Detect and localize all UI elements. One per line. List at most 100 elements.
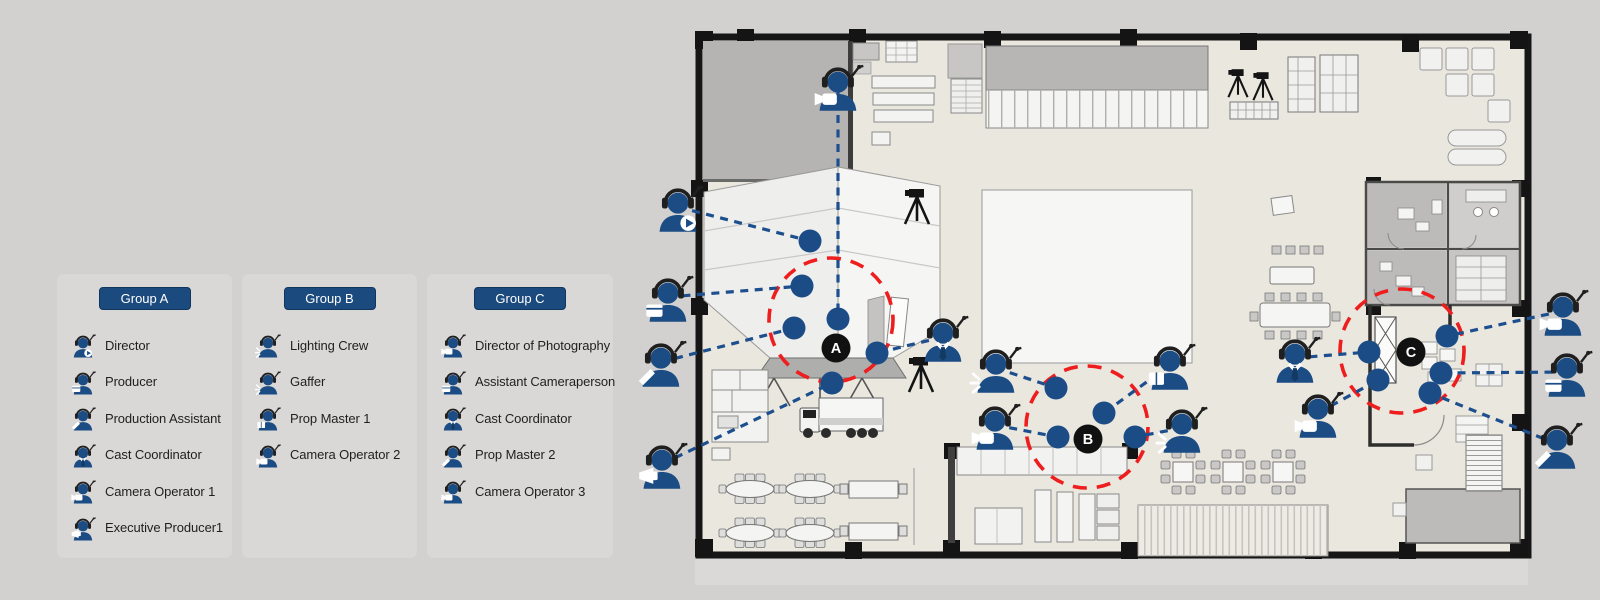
link-executive-producer1 <box>661 381 833 466</box>
member-row-lighting-crew[interactable]: Lighting Crew <box>255 327 417 364</box>
position-dot-gaffer <box>1123 425 1147 449</box>
map-person-director[interactable] <box>659 185 704 232</box>
map-person-cast-coordinator[interactable] <box>924 315 969 362</box>
position-dot-assistant-cameraperson <box>1429 361 1453 385</box>
member-row-cast-coordinator[interactable]: Cast Coordinator <box>440 400 613 437</box>
whiteboard-easel <box>867 295 910 353</box>
member-row-director[interactable]: Director <box>70 327 232 364</box>
headset-person-icon <box>443 407 466 431</box>
member-row-camera-operator-3[interactable]: Camera Operator 3 <box>440 473 613 510</box>
sidewalk <box>695 559 1528 585</box>
group-c-map-badge <box>1396 337 1426 367</box>
member-row-cast-coordinator[interactable]: Cast Coordinator <box>70 437 232 474</box>
headset-person-icon <box>71 407 96 431</box>
member-row-producer[interactable]: Producer <box>70 364 232 401</box>
group-panel-b: Group B Lighting Crew Gaffer Prop Master… <box>242 274 417 558</box>
position-dots <box>782 229 1459 449</box>
group-b-button[interactable]: Group B <box>283 287 376 310</box>
headset-person-icon <box>442 371 466 395</box>
stage-area <box>981 189 1193 364</box>
position-dot-lighting-crew <box>1044 376 1068 400</box>
map-person-prop-master-1[interactable] <box>1148 343 1196 390</box>
position-dot-camera-operator-3 <box>1366 368 1390 392</box>
group-c-badge-letter: C <box>1406 345 1417 361</box>
member-row-production-assistant[interactable]: Production Assistant <box>70 400 232 437</box>
group-c-button[interactable]: Group C <box>474 287 566 310</box>
link-lighting-crew <box>995 366 1057 390</box>
position-dot-director-of-photography <box>1435 324 1459 348</box>
square-tables <box>1160 449 1306 495</box>
member-label: Production Assistant <box>105 410 221 426</box>
counter-area <box>948 446 1128 545</box>
link-cast-coordinator <box>1294 350 1370 360</box>
map-person-camera-operator-2[interactable] <box>971 403 1021 450</box>
oval-tables <box>718 473 842 548</box>
member-label: Director of Photography <box>475 337 610 353</box>
deck-platform <box>1137 504 1329 557</box>
link-camera-operator-2 <box>994 423 1059 439</box>
stairs-area <box>1392 434 1521 544</box>
member-list: Director of Photography Assistant Camera… <box>427 327 615 510</box>
headset-person-icon <box>71 517 96 541</box>
map-person-prop-master-2[interactable] <box>1534 422 1583 469</box>
member-label: Camera Operator 1 <box>105 483 216 499</box>
position-dot-producer <box>790 274 814 298</box>
headset-person-icon <box>255 334 281 359</box>
map-person-cast-coordinator[interactable] <box>1276 336 1321 383</box>
truck-icon <box>799 397 884 438</box>
member-row-gaffer[interactable]: Gaffer <box>255 364 417 401</box>
member-row-prop-master-2[interactable]: Prop Master 2 <box>440 437 613 474</box>
position-dot-executive-producer1 <box>820 371 844 395</box>
headset-person-icon <box>441 334 466 358</box>
member-row-assistant-cameraperson[interactable]: Assistant Cameraperson <box>440 364 615 401</box>
group-a-badge-letter: A <box>831 341 842 357</box>
headset-person-icon <box>72 371 96 395</box>
headset-person-icon <box>73 334 96 358</box>
map-person-director-of-photography[interactable] <box>1539 289 1589 336</box>
headset-person-icon <box>441 480 466 504</box>
conference-tables <box>1249 194 1341 340</box>
headset-person-icon <box>255 371 281 395</box>
map-person-lighting-crew[interactable] <box>969 346 1022 394</box>
group-b-map-badge <box>1073 424 1103 454</box>
map-person-camera-operator-3[interactable] <box>1294 391 1344 438</box>
member-label: Cast Coordinator <box>475 410 572 426</box>
member-row-camera-operator-2[interactable]: Camera Operator 2 <box>255 437 417 474</box>
group-panel-a: Group A Director Producer Production Ass… <box>57 274 232 558</box>
position-dot-camera-operator-2 <box>1046 425 1070 449</box>
map-person-gaffer[interactable] <box>1155 406 1208 454</box>
position-dot-prop-master-2 <box>1418 381 1442 405</box>
member-label: Cast Coordinator <box>105 447 202 463</box>
member-label: Camera Operator 2 <box>290 447 401 463</box>
group-a-button[interactable]: Group A <box>98 287 191 310</box>
position-dot-director <box>798 229 822 253</box>
member-list: Lighting Crew Gaffer Prop Master 1 Camer… <box>242 327 417 473</box>
member-label: Camera Operator 3 <box>475 483 586 499</box>
member-row-executive-producer1[interactable]: Executive Producer1 <box>70 510 232 547</box>
group-panel-c: Group C Director of Photography Assistan… <box>427 274 615 558</box>
map-person-production-assistant[interactable] <box>638 340 687 387</box>
member-label: Lighting Crew <box>290 337 369 353</box>
member-list: Director Producer Production Assistant C… <box>57 327 232 546</box>
headset-person-icon <box>441 444 466 468</box>
member-label: Gaffer <box>290 374 326 390</box>
map-person-assistant-cameraperson[interactable] <box>1545 350 1593 397</box>
map-person-executive-producer1[interactable] <box>639 442 688 489</box>
map-person-producer[interactable] <box>646 275 694 322</box>
position-dot-cast-coordinator <box>1357 340 1381 364</box>
building-floor-plan <box>691 29 1532 585</box>
member-row-director-of-photography[interactable]: Director of Photography <box>440 327 613 364</box>
link-cast-coordinator <box>876 335 944 355</box>
position-dot-prop-master-1 <box>1092 401 1116 425</box>
group-a-map-badge <box>821 333 851 363</box>
map-person-camera-operator-1[interactable] <box>814 64 864 111</box>
link-director-of-photography <box>1446 309 1564 338</box>
group-b-badge-letter: B <box>1083 432 1093 448</box>
member-label: Producer <box>105 374 157 390</box>
member-row-camera-operator-1[interactable]: Camera Operator 1 <box>70 473 232 510</box>
member-row-prop-master-1[interactable]: Prop Master 1 <box>255 400 417 437</box>
headset-person-icon <box>73 444 96 468</box>
headset-person-icon <box>71 480 96 504</box>
storage-room <box>703 41 880 182</box>
